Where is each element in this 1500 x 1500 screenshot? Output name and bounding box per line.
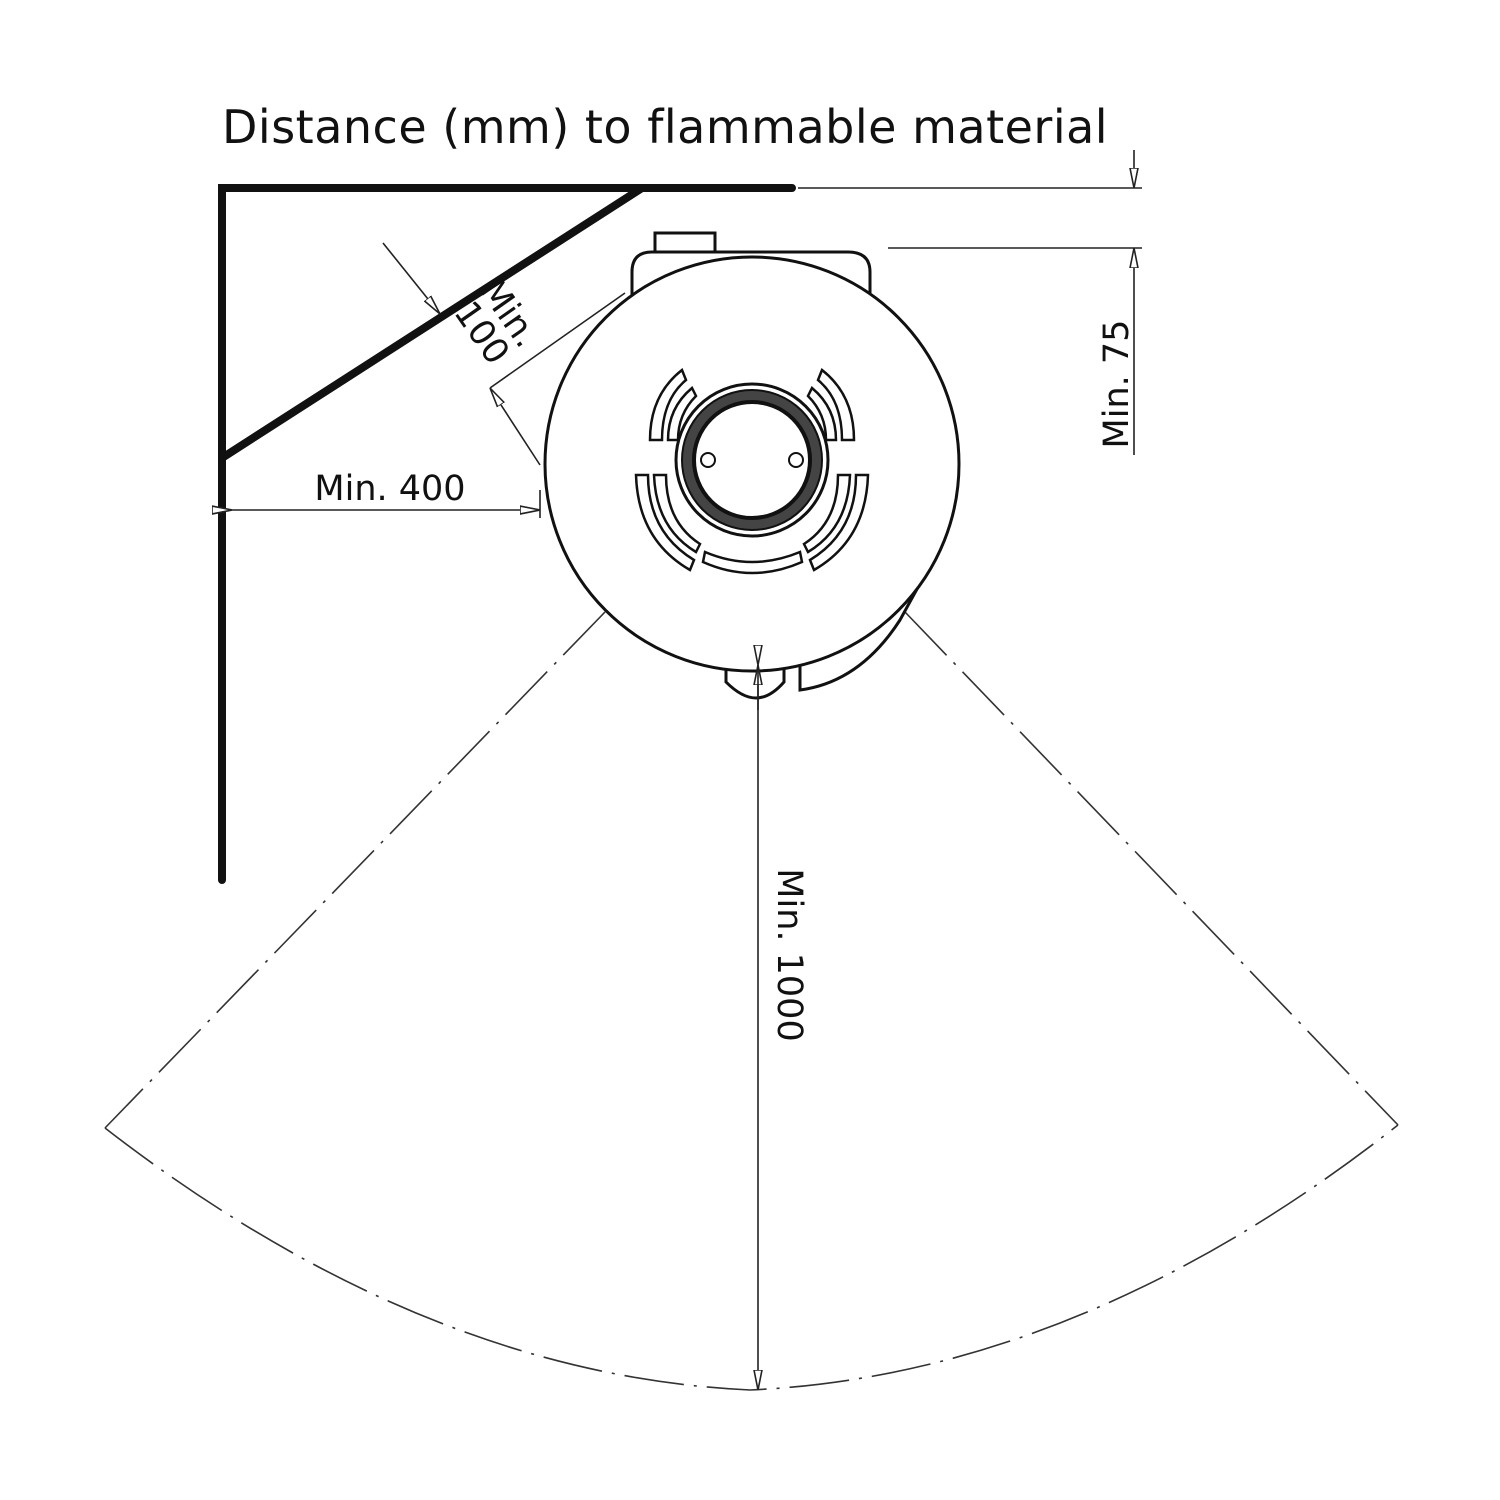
bolt-right [788, 452, 804, 468]
dimension-rear: Min. 75 [798, 150, 1142, 455]
bolt-left [700, 452, 716, 468]
radiation-sector [104, 611, 1399, 1391]
dimension-side: Min. 400 [232, 469, 541, 518]
dimension-side-label: Min. 400 [314, 469, 465, 509]
vent-slots [634, 367, 870, 575]
diagram-title: Distance (mm) to flammable material [222, 100, 1109, 154]
stove [543, 231, 961, 700]
corner-wall [218, 184, 796, 884]
diagonal-wall [218, 184, 646, 462]
dimension-rear-label: Min. 75 [1097, 320, 1137, 449]
dimension-front: Min. 1000 [758, 665, 809, 1390]
flue-inner-ring [692, 400, 812, 520]
dimension-front-label: Min. 1000 [769, 868, 809, 1041]
walls [218, 184, 796, 884]
